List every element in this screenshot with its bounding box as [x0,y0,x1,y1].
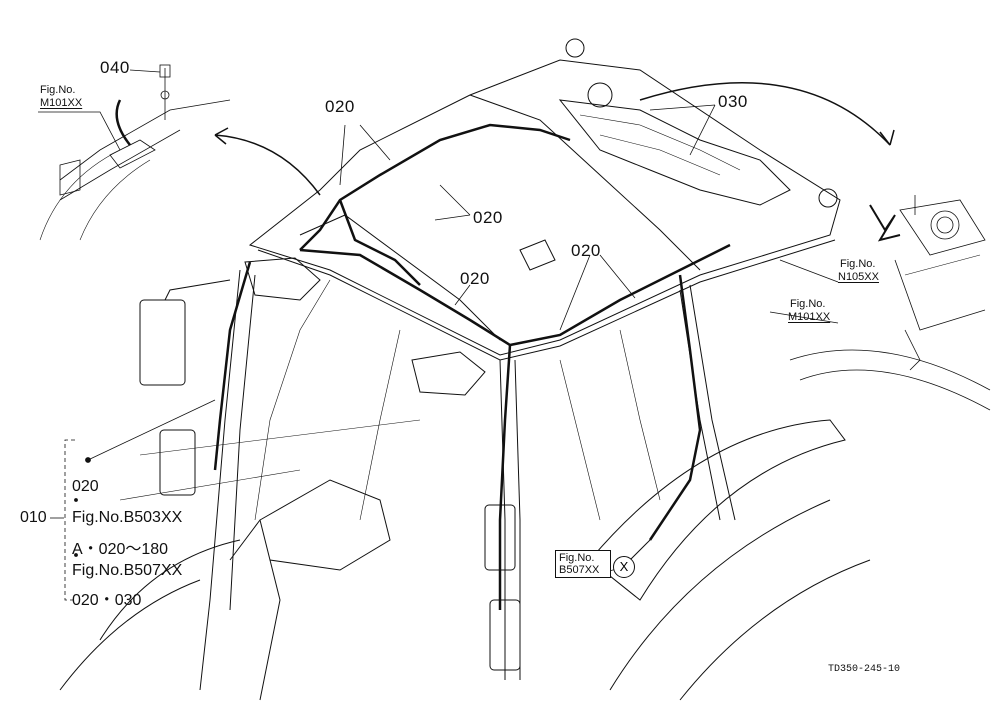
callout-020-center: 020 [460,269,490,288]
legend-line4[interactable]: Fig.No.B507XX [72,562,183,579]
side-mirrors [139,279,521,671]
callout-020-top: 020 [325,97,355,116]
ref-bottom-box[interactable]: Fig.No. B507XX [555,550,611,578]
detail-right [789,195,991,411]
tractor-body [59,419,871,701]
ref-right2-code[interactable]: M101XX [788,311,831,323]
legend-main: 010 [20,509,47,526]
callout-030: 030 [718,92,748,111]
work-lights [244,239,556,396]
roof-console [558,38,838,208]
cab-pillars [199,269,736,691]
ref-right1-fig: Fig.No. [840,258,876,270]
ref-bottom-fig: Fig.No. [559,552,595,564]
ref-bottom-circle: X [613,556,635,578]
ref-right2-fig: Fig.No. [790,298,826,310]
legend-line2[interactable]: Fig.No.B503XX [72,509,183,526]
callout-040: 040 [100,58,130,77]
wire-harness [213,123,731,610]
drawing-code: TD350-245-10 [828,664,901,675]
legend-line5: 020・030 [72,592,142,609]
legend-line3: A・020～180 [72,541,169,558]
legend-bracket [50,439,91,601]
callout-020-mid: 020 [473,208,503,227]
ref-bottom-code: B507XX [559,564,600,576]
legend-line1: 020 [72,478,99,495]
callout-020-right: 020 [571,241,601,260]
pointer-arrows [214,82,895,566]
ref-right1-code[interactable]: N105XX [838,271,879,283]
ref-topleft-fig: Fig.No. [40,84,76,96]
detail-topleft [39,64,231,241]
ref-topleft-code[interactable]: M101XX [40,97,83,109]
leader-lines [38,69,839,573]
